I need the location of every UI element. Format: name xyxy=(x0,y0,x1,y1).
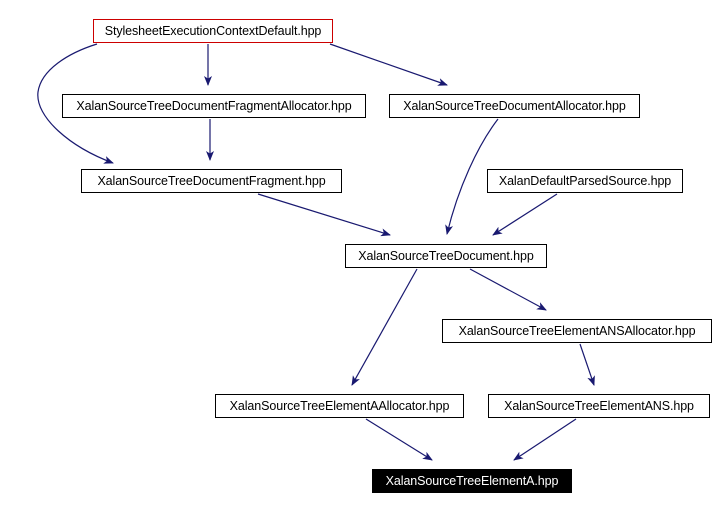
graph-edge xyxy=(351,268,418,386)
graph-node-xalan-source-tree-document-allocator[interactable]: XalanSourceTreeDocumentAllocator.hpp xyxy=(389,94,640,118)
graph-node-label: XalanSourceTreeDocumentFragment.hpp xyxy=(97,174,326,188)
graph-node-label: StylesheetExecutionContextDefault.hpp xyxy=(104,24,322,38)
graph-node-xalan-source-tree-element-ans[interactable]: XalanSourceTreeElementANS.hpp xyxy=(488,394,710,418)
graph-edge xyxy=(329,43,448,86)
graph-edge xyxy=(513,418,577,461)
graph-edge xyxy=(257,193,391,237)
graph-node-label: XalanDefaultParsedSource.hpp xyxy=(498,174,672,188)
graph-node-stylesheet-execution-context-default[interactable]: StylesheetExecutionContextDefault.hpp xyxy=(93,19,333,43)
graph-edge xyxy=(579,343,595,386)
graph-node-label: XalanSourceTreeElementAAllocator.hpp xyxy=(229,399,450,413)
graph-node-label: XalanSourceTreeDocument.hpp xyxy=(358,249,534,263)
graph-edge xyxy=(492,193,558,236)
graph-node-xalan-default-parsed-source[interactable]: XalanDefaultParsedSource.hpp xyxy=(487,169,683,193)
graph-node-xalan-source-tree-element-ans-allocator[interactable]: XalanSourceTreeElementANSAllocator.hpp xyxy=(442,319,712,343)
graph-node-label: XalanSourceTreeDocumentAllocator.hpp xyxy=(403,99,626,113)
graph-edge xyxy=(469,268,547,311)
graph-node-xalan-source-tree-document-fragment-allocator[interactable]: XalanSourceTreeDocumentFragmentAllocator… xyxy=(62,94,366,118)
graph-edge xyxy=(365,418,433,461)
graph-node-xalan-source-tree-element-aa-allocator[interactable]: XalanSourceTreeElementAAllocator.hpp xyxy=(215,394,464,418)
graph-node-xalan-source-tree-document-fragment[interactable]: XalanSourceTreeDocumentFragment.hpp xyxy=(81,169,342,193)
graph-node-label: XalanSourceTreeDocumentFragmentAllocator… xyxy=(76,99,352,113)
graph-node-label: XalanSourceTreeElementANSAllocator.hpp xyxy=(458,324,696,338)
graph-node-label: XalanSourceTreeElementA.hpp xyxy=(385,474,559,488)
graph-node-label: XalanSourceTreeElementANS.hpp xyxy=(504,399,694,413)
graph-node-xalan-source-tree-element-a[interactable]: XalanSourceTreeElementA.hpp xyxy=(372,469,572,493)
graph-node-xalan-source-tree-document[interactable]: XalanSourceTreeDocument.hpp xyxy=(345,244,547,268)
